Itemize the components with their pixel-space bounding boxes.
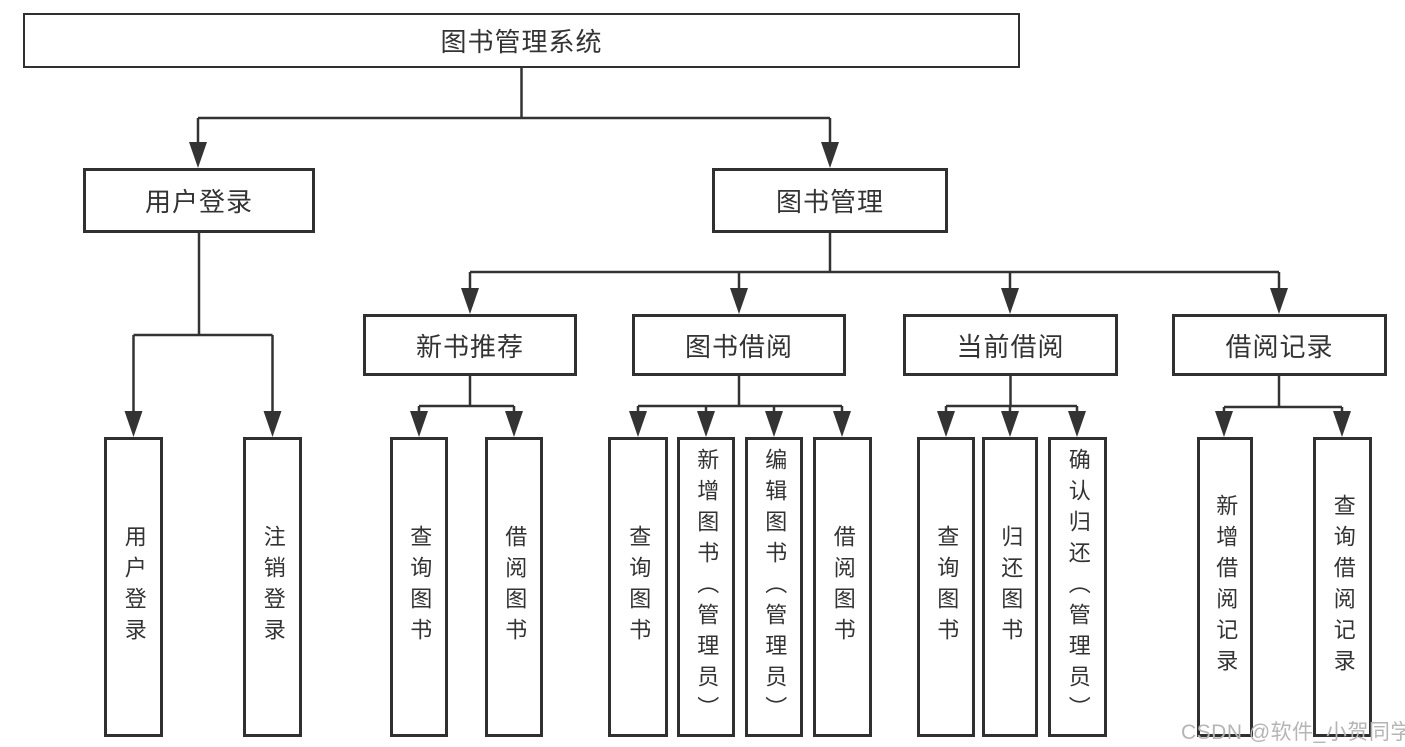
arrowhead-login bbox=[124, 411, 143, 437]
node-new-book-rec: 新书推荐 bbox=[363, 314, 577, 376]
connector-borrow-records-children bbox=[1215, 376, 1351, 437]
leaf-logout: 注销登录 bbox=[243, 437, 302, 737]
leaf-add-book-admin-label: 新增图书（管理员） bbox=[694, 447, 720, 727]
leaf-add-borrow-record: 新增借阅记录 bbox=[1197, 437, 1253, 737]
leaf-borrow-query-books: 查询图书 bbox=[608, 437, 668, 737]
node-user-login-label: 用户登录 bbox=[144, 187, 253, 217]
leaf-borrow-query-books-label: 查询图书 bbox=[626, 525, 652, 649]
arrowhead-user-login bbox=[189, 142, 207, 168]
leaf-rec-query-books: 查询图书 bbox=[390, 437, 448, 737]
node-current-borrow: 当前借阅 bbox=[903, 314, 1118, 376]
leaf-confirm-return-admin: 确认归还（管理员） bbox=[1048, 437, 1107, 737]
arrowhead-borrow-records bbox=[1270, 288, 1288, 314]
arrowhead-logout bbox=[263, 411, 282, 437]
leaf-confirm-return-admin-label: 确认归还（管理员） bbox=[1065, 447, 1091, 727]
connector-current-borrow-children bbox=[937, 376, 1086, 437]
arrowhead-book-mgmt bbox=[821, 142, 839, 168]
leaf-return-books: 归还图书 bbox=[982, 437, 1038, 737]
connector-user-login-children bbox=[124, 233, 282, 437]
leaf-query-borrow-record: 查询借阅记录 bbox=[1313, 437, 1372, 737]
connector-root-to-level1 bbox=[189, 68, 839, 168]
leaf-current-query-books: 查询图书 bbox=[917, 437, 975, 737]
node-borrow-records: 借阅记录 bbox=[1172, 314, 1387, 376]
connector-book-mgmt-to-level2 bbox=[461, 233, 1288, 314]
leaf-add-book-admin: 新增图书（管理员） bbox=[677, 437, 735, 737]
arrowhead-new-book-rec bbox=[461, 288, 479, 314]
connector-book-borrow-children bbox=[629, 375, 851, 437]
leaf-current-query-books-label: 查询图书 bbox=[934, 525, 960, 649]
csdn-watermark: CSDN @软件_小贺同学 bbox=[1181, 721, 1405, 744]
leaf-query-borrow-record-label: 查询借阅记录 bbox=[1330, 494, 1356, 680]
node-book-borrow-label: 图书借阅 bbox=[684, 331, 793, 362]
node-new-book-rec-label: 新书推荐 bbox=[415, 331, 524, 362]
node-book-mgmt: 图书管理 bbox=[712, 168, 948, 233]
leaf-rec-borrow-books-label: 借阅图书 bbox=[502, 525, 528, 649]
node-borrow-records-label: 借阅记录 bbox=[1225, 331, 1334, 362]
node-book-mgmt-label: 图书管理 bbox=[775, 187, 884, 217]
leaf-user-login-label: 用户登录 bbox=[121, 525, 147, 649]
arrowhead-book-borrow bbox=[730, 288, 748, 314]
leaf-logout-label: 注销登录 bbox=[260, 525, 286, 649]
leaf-borrow-borrow-books-label: 借阅图书 bbox=[830, 525, 856, 649]
leaf-edit-book-admin-label: 编辑图书（管理员） bbox=[762, 447, 788, 727]
node-root: 图书管理系统 bbox=[23, 13, 1020, 68]
connector-new-book-rec-children bbox=[410, 375, 523, 437]
arrowhead-current-borrow bbox=[1001, 288, 1019, 314]
leaf-borrow-borrow-books: 借阅图书 bbox=[813, 437, 872, 737]
leaf-user-login: 用户登录 bbox=[104, 437, 163, 737]
leaf-add-borrow-record-label: 新增借阅记录 bbox=[1213, 494, 1239, 680]
leaf-rec-query-books-label: 查询图书 bbox=[407, 525, 433, 649]
leaf-edit-book-admin: 编辑图书（管理员） bbox=[745, 437, 803, 737]
leaf-rec-borrow-books: 借阅图书 bbox=[485, 437, 543, 737]
leaf-return-books-label: 归还图书 bbox=[998, 525, 1024, 649]
node-book-borrow: 图书借阅 bbox=[632, 314, 846, 376]
node-root-label: 图书管理系统 bbox=[440, 27, 603, 57]
node-user-login: 用户登录 bbox=[83, 168, 315, 233]
node-current-borrow-label: 当前借阅 bbox=[956, 331, 1065, 362]
